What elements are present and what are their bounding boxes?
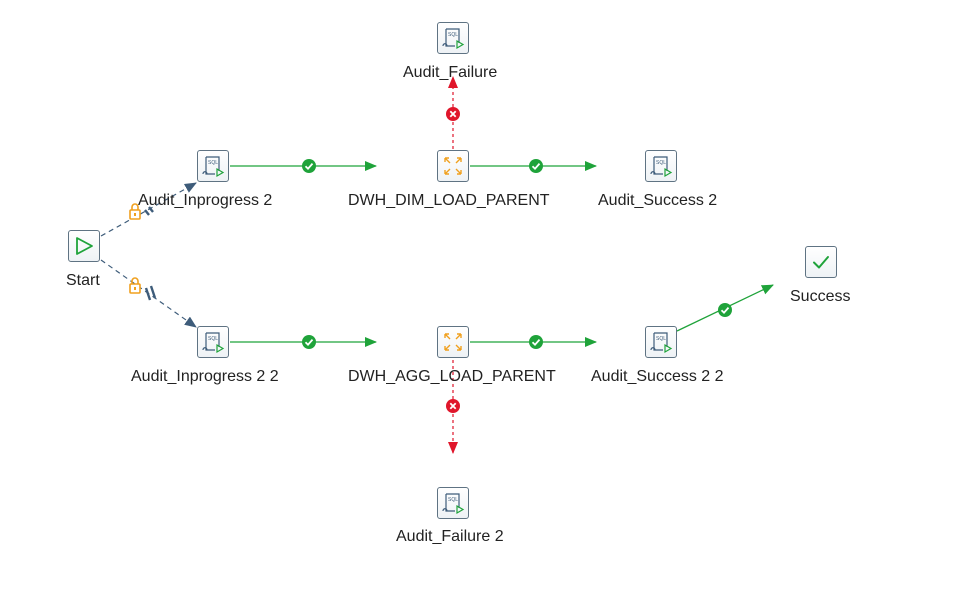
hop-dwh-agg-to-audit-success-2-2[interactable] xyxy=(470,335,597,349)
success-check-icon xyxy=(718,303,732,317)
svg-text:SQL: SQL xyxy=(208,160,218,166)
success-check-icon xyxy=(302,335,316,349)
dwh-dim-load-parent-entry[interactable] xyxy=(437,150,469,182)
hop-start-to-audit-inprogress-2[interactable] xyxy=(100,182,197,237)
audit-success-2-label: Audit_Success 2 xyxy=(598,192,718,209)
dwh-agg-load-parent-entry[interactable] xyxy=(437,326,469,358)
svg-text:SQL: SQL xyxy=(448,497,458,503)
hop-dwh-dim-to-audit-success-2[interactable] xyxy=(470,159,597,173)
sql-script-icon: SQL xyxy=(650,332,673,354)
success-check-icon xyxy=(529,159,543,173)
svg-text:SQL: SQL xyxy=(208,336,218,342)
success-check-icon xyxy=(302,159,316,173)
parallel-icon xyxy=(144,285,157,301)
lock-icon xyxy=(129,277,141,294)
audit-inprogress-2-2-label: Audit_Inprogress 2 2 xyxy=(131,368,279,385)
job-icon xyxy=(444,157,462,175)
start-entry[interactable] xyxy=(68,230,100,262)
sql-script-icon: SQL xyxy=(202,332,225,354)
audit-success-2-2-entry[interactable]: SQL xyxy=(645,326,677,358)
success-check-icon xyxy=(529,335,543,349)
dwh-agg-load-parent-label: DWH_AGG_LOAD_PARENT xyxy=(348,368,556,385)
hop-dwh-agg-to-audit-failure-2[interactable] xyxy=(446,360,460,454)
hop-audit-success-2-2-to-success[interactable] xyxy=(676,284,774,332)
dwh-dim-load-parent-label: DWH_DIM_LOAD_PARENT xyxy=(348,192,550,209)
hop-start-to-audit-inprogress-2-2[interactable] xyxy=(100,259,197,328)
svg-text:SQL: SQL xyxy=(656,160,666,166)
success-check-icon xyxy=(813,256,829,269)
parallel-icon xyxy=(144,206,154,216)
sql-script-icon: SQL xyxy=(442,493,465,515)
audit-failure-2-entry[interactable]: SQL xyxy=(437,487,469,519)
job-icon xyxy=(444,333,462,351)
hop-audit-inprogress-2-to-dwh-dim[interactable] xyxy=(230,159,377,173)
audit-inprogress-2-label: Audit_Inprogress 2 xyxy=(138,192,273,209)
failure-x-icon xyxy=(446,107,460,121)
audit-failure-entry[interactable]: SQL xyxy=(437,22,469,54)
sql-script-icon: SQL xyxy=(442,28,465,50)
lock-icon xyxy=(129,203,141,220)
sql-script-icon: SQL xyxy=(650,156,673,178)
success-label: Success xyxy=(790,288,851,305)
audit-inprogress-2-entry[interactable]: SQL xyxy=(197,150,229,182)
audit-inprogress-2-2-entry[interactable]: SQL xyxy=(197,326,229,358)
audit-success-2-2-label: Audit_Success 2 2 xyxy=(591,368,724,385)
hop-audit-inprogress-2-2-to-dwh-agg[interactable] xyxy=(230,335,377,349)
hop-dwh-dim-to-audit-failure[interactable] xyxy=(446,76,460,149)
success-entry[interactable] xyxy=(805,246,837,278)
audit-success-2-entry[interactable]: SQL xyxy=(645,150,677,182)
svg-text:SQL: SQL xyxy=(448,32,458,38)
svg-text:SQL: SQL xyxy=(656,336,666,342)
sql-script-icon: SQL xyxy=(202,156,225,178)
audit-failure-label: Audit_Failure xyxy=(403,64,498,81)
start-icon xyxy=(76,237,93,255)
failure-x-icon xyxy=(446,399,460,413)
start-label: Start xyxy=(66,272,100,289)
audit-failure-2-label: Audit_Failure 2 xyxy=(396,528,504,545)
